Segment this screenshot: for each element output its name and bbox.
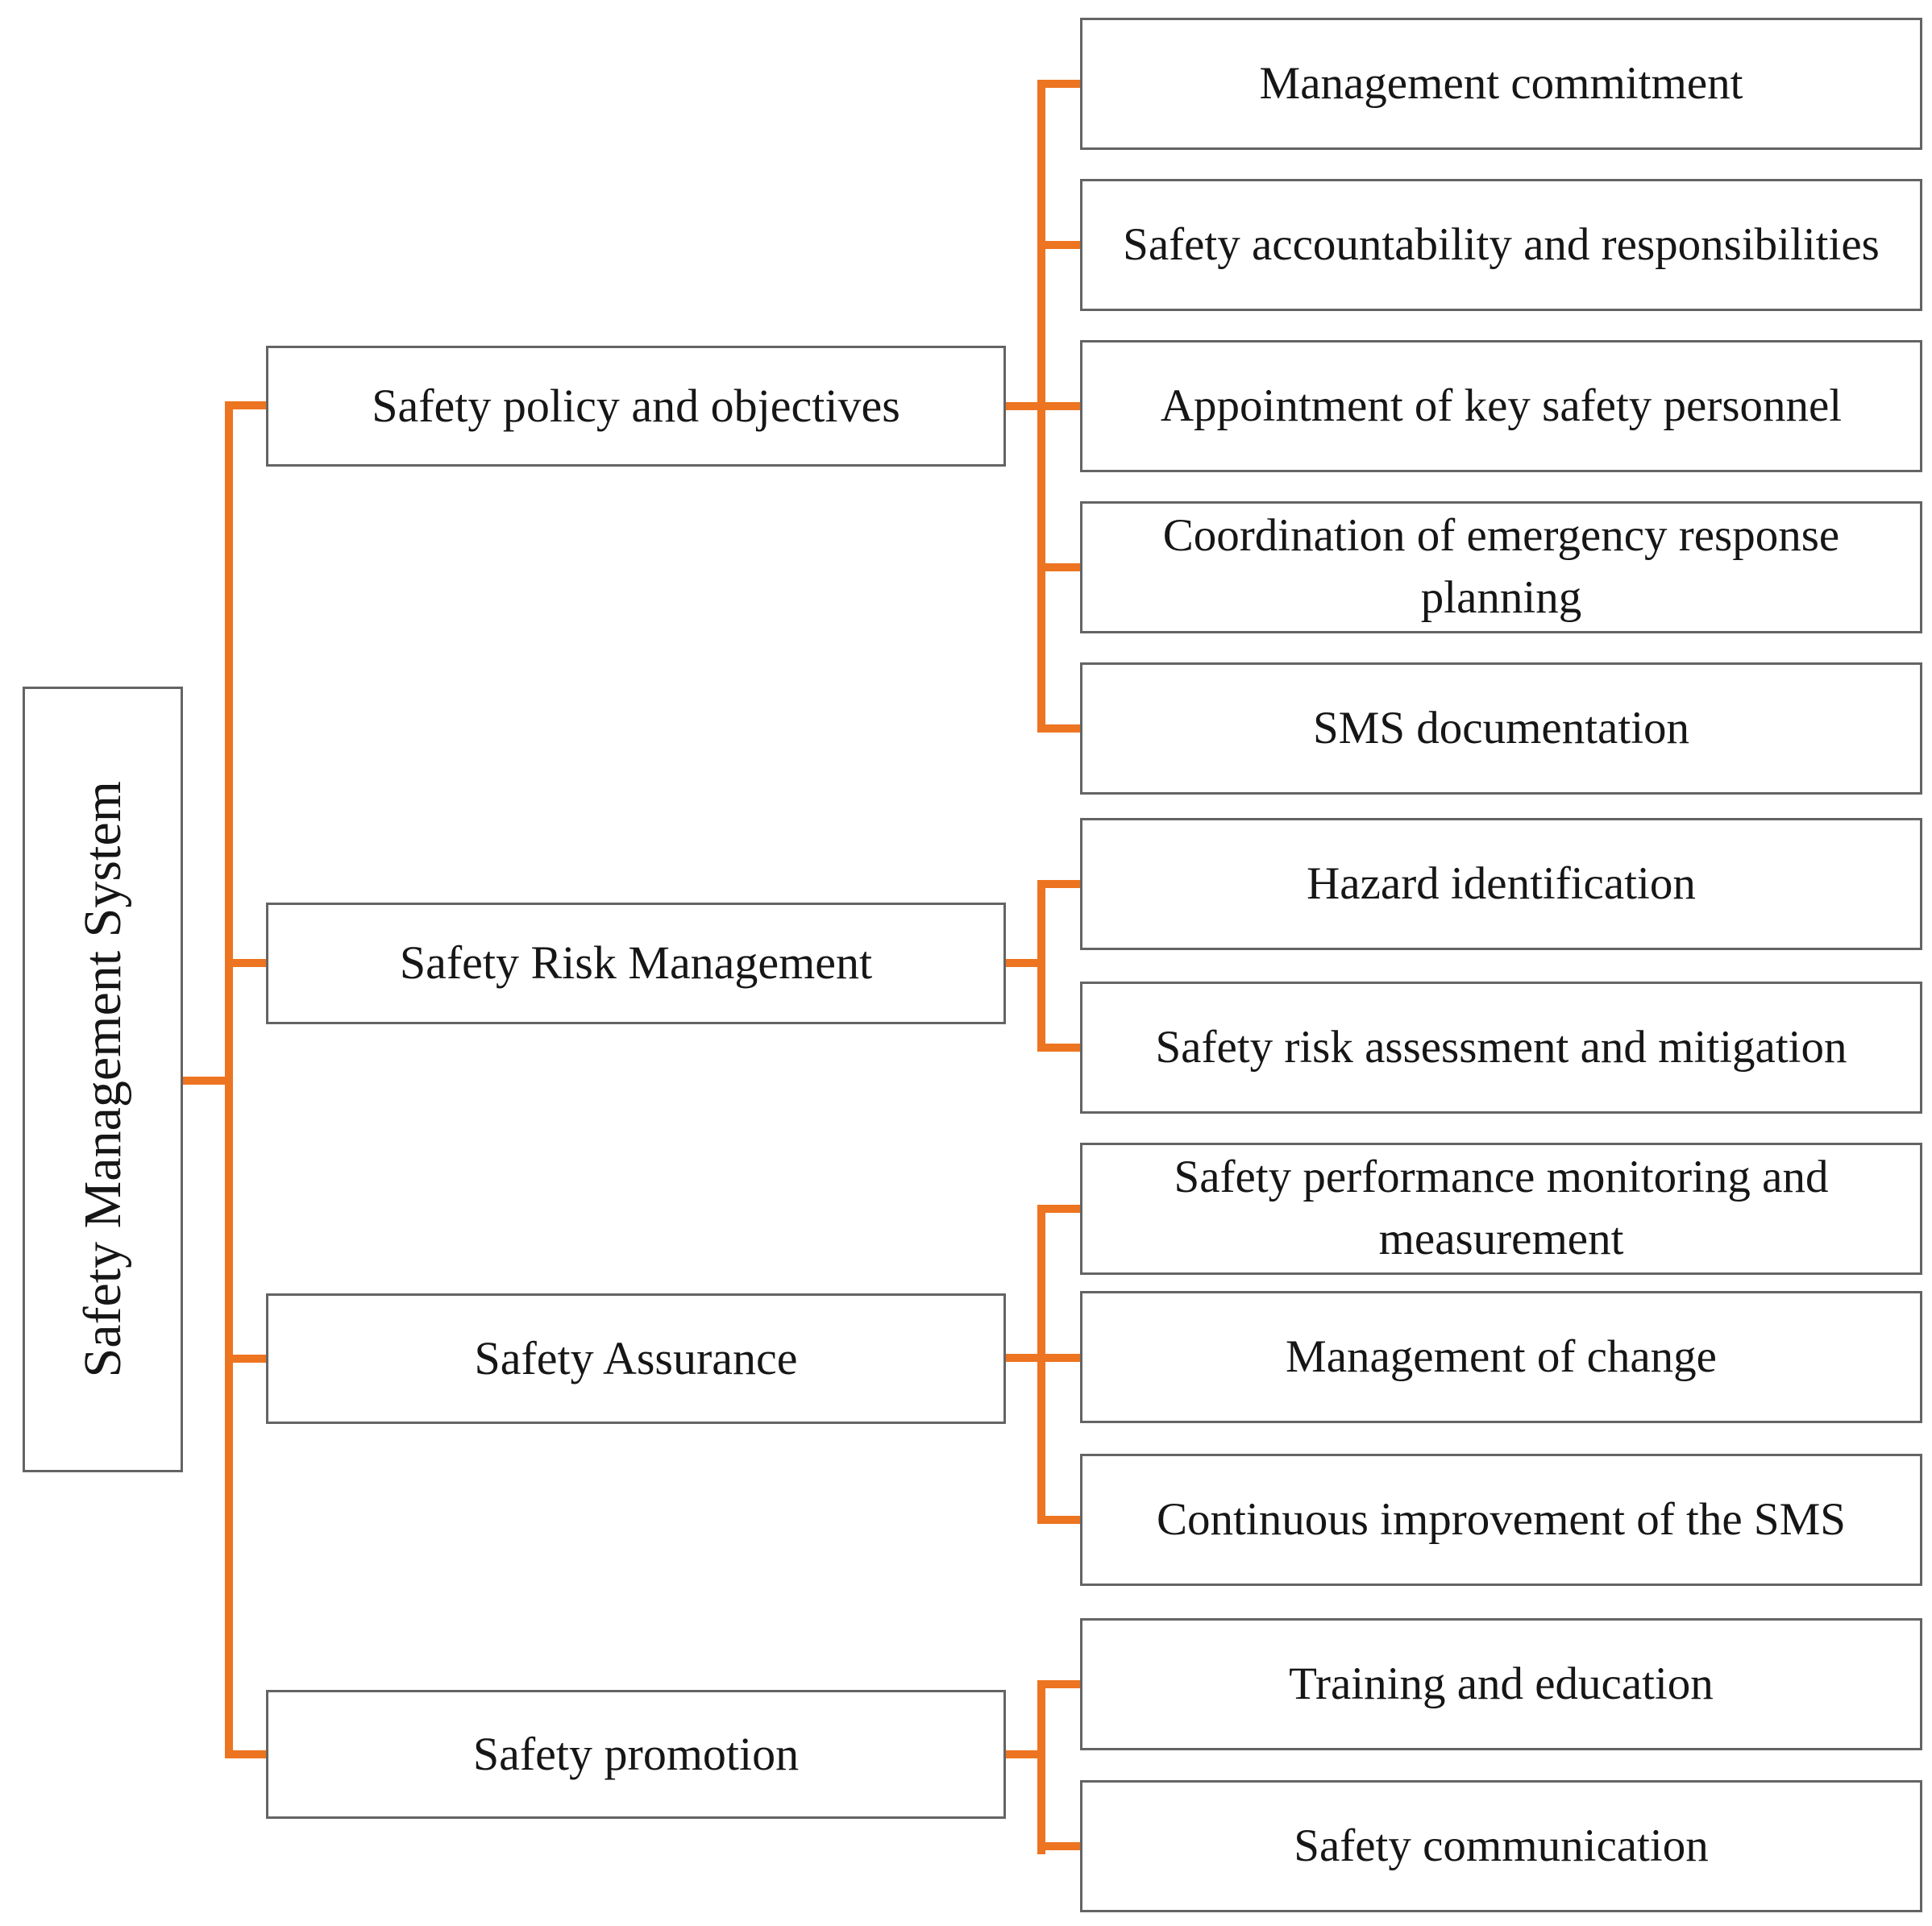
leaf-box-management-commitment: Management commitment [1080,18,1922,150]
leaf-label: Safety communication [1294,1820,1709,1871]
connector-stub-risk-assessment [1045,1044,1080,1052]
connector-main-spine [225,401,233,1758]
leaf-label: SMS documentation [1312,702,1690,753]
leaf-box-performance-monitoring: Safety performance monitoring and measur… [1080,1143,1922,1275]
leaf-box-safety-communication: Safety communication [1080,1780,1922,1912]
leaf-label: Appointment of key safety personnel [1160,380,1843,431]
leaf-label: Safety risk assessment and mitigation [1155,1021,1847,1073]
branch-box-safety-policy-and-objectives: Safety policy and objectives [266,346,1006,467]
connector-stub-coordination [1045,563,1080,571]
connector-policy-parent [1006,402,1037,410]
leaf-label: Management of change [1286,1330,1717,1382]
connector-stub-change [1045,1354,1080,1362]
branch-label: Safety promotion [472,1727,800,1780]
root-box-safety-management-system: Safety Management System [23,687,183,1472]
leaf-label: Safety performance monitoring and measur… [1174,1152,1829,1264]
connector-risk-spine [1037,880,1045,1052]
connector-stub-promotion [233,1750,266,1758]
leaf-label: Management commitment [1259,57,1743,109]
leaf-box-appointment-key-personnel: Appointment of key safety personnel [1080,340,1922,472]
connector-promotion-spine [1037,1680,1045,1854]
connector-assurance-parent [1006,1354,1037,1362]
connector-stub-accountability [1045,241,1080,249]
connector-stub-performance [1045,1205,1080,1213]
branch-label: Safety Risk Management [399,936,873,990]
connector-stub-appointment [1045,402,1080,410]
connector-assurance-spine [1037,1205,1045,1524]
branch-box-safety-risk-management: Safety Risk Management [266,903,1006,1024]
connector-stub-communication [1045,1842,1080,1850]
leaf-label: Safety accountability and responsibiliti… [1123,218,1880,270]
leaf-label: Training and education [1289,1658,1714,1709]
connector-policy-spine [1037,80,1045,733]
branch-box-safety-promotion: Safety promotion [266,1690,1006,1819]
connector-stub-sms-documentation [1045,724,1080,733]
leaf-label: Hazard identification [1307,857,1696,909]
branch-label: Safety policy and objectives [372,379,900,432]
branch-label: Safety Assurance [474,1331,798,1384]
leaf-box-safety-accountability: Safety accountability and responsibiliti… [1080,179,1922,311]
leaf-label: Continuous improvement of the SMS [1157,1493,1846,1545]
connector-risk-parent [1006,959,1037,967]
connector-stub-hazard [1045,880,1080,888]
root-label: Safety Management System [73,781,132,1378]
connector-stub-training [1045,1680,1080,1688]
connector-root-trunk [183,1077,233,1085]
leaf-box-sms-documentation: SMS documentation [1080,662,1922,795]
branch-box-safety-assurance: Safety Assurance [266,1293,1006,1424]
leaf-box-risk-assessment-mitigation: Safety risk assessment and mitigation [1080,982,1922,1114]
leaf-box-hazard-identification: Hazard identification [1080,818,1922,950]
connector-stub-improvement [1045,1516,1080,1524]
connector-promotion-parent [1006,1750,1037,1758]
connector-stub-policy [233,401,266,409]
leaf-box-continuous-improvement: Continuous improvement of the SMS [1080,1454,1922,1586]
leaf-box-training-education: Training and education [1080,1618,1922,1750]
connector-stub-assurance [233,1355,266,1363]
connector-stub-risk-management [233,959,266,967]
leaf-box-emergency-response-planning: Coordination of emergency response plann… [1080,501,1922,633]
leaf-box-management-of-change: Management of change [1080,1291,1922,1423]
connector-stub-management-commitment [1045,80,1080,88]
leaf-label: Coordination of emergency response plann… [1162,510,1840,623]
